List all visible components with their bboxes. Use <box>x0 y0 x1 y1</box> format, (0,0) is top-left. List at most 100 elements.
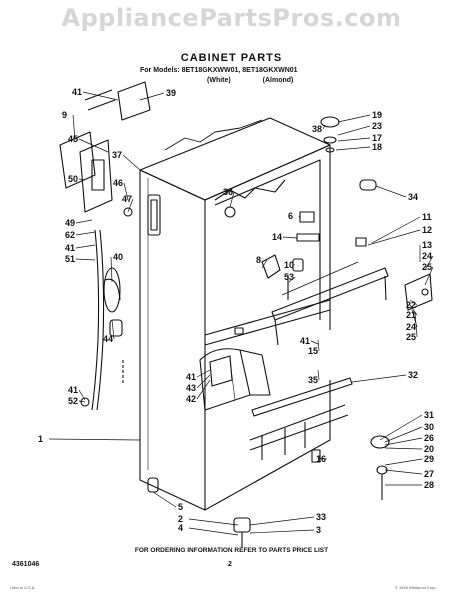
callout-leader-line <box>72 114 76 141</box>
part-callout-number: 41 <box>186 372 196 382</box>
callout-leader-line <box>111 319 115 340</box>
part-callout-number: 39 <box>166 88 176 98</box>
part-callout-number: 41 <box>65 243 75 253</box>
callout-leader-line <box>409 304 418 316</box>
part-callout-number: 24 <box>422 251 432 261</box>
callout-leader-line <box>288 276 296 283</box>
part-callout-number: 46 <box>113 178 123 188</box>
part-callout-number: 14 <box>272 232 282 242</box>
callout-leader-line <box>261 259 268 269</box>
part-callout-number: 20 <box>424 444 434 454</box>
variant-white: (White) <box>207 77 231 84</box>
ordering-info-note: FOR ORDERING INFORMATION REFER TO PARTS … <box>134 547 329 554</box>
part-callout-number: 43 <box>186 383 196 393</box>
callout-leader-line <box>282 236 298 239</box>
part-callout-number: 12 <box>422 225 432 235</box>
part-callout-number: 41 <box>300 336 310 346</box>
callout-leader-line <box>75 231 96 236</box>
part-callout-number: 52 <box>68 396 78 406</box>
callout-leader-line <box>322 124 326 130</box>
part-callout-number: 10 <box>284 260 294 270</box>
callout-leader-line <box>110 256 113 283</box>
part-callout-number: 44 <box>103 334 113 344</box>
variant-labels: (White) (Almond) <box>207 77 323 84</box>
part-callout-number: 49 <box>65 218 75 228</box>
part-callout-number: 51 <box>65 254 75 264</box>
callout-leader-line <box>384 447 423 450</box>
part-callout-number: 9 <box>62 110 67 120</box>
fine-print-right: © 1990 Whirlpool Corp. <box>395 585 437 590</box>
part-callout-number: 22 <box>406 300 416 310</box>
callout-leader-line <box>196 379 211 400</box>
part-callout-number: 38 <box>312 124 322 134</box>
callout-leader-line <box>78 400 86 403</box>
part-callout-number: 21 <box>406 310 416 320</box>
fine-print-left: Litho in U.S.A. <box>10 585 36 590</box>
cabinet-top <box>139 117 331 201</box>
part-callout-number: 3 <box>316 525 321 535</box>
callout-leader-line <box>371 216 421 244</box>
part-callout-number: 29 <box>424 454 434 464</box>
callout-leader-line <box>337 114 371 123</box>
callout-leader-line <box>188 527 239 536</box>
callout-leader-line <box>375 185 407 198</box>
part-callout-number: 33 <box>316 512 326 522</box>
callout-leader-line <box>384 469 423 475</box>
callout-leader-line <box>48 438 141 441</box>
part-callout-number: 36 <box>223 187 233 197</box>
callout-leader-line <box>351 374 407 383</box>
callout-leader-line <box>335 146 371 151</box>
part-callout-number: 2 <box>178 514 183 524</box>
part-callout-number: 23 <box>372 121 382 131</box>
part-callout-number: 25 <box>422 262 432 272</box>
diagram-title: CABINET PARTS <box>180 52 283 64</box>
part-callout-number: 15 <box>308 346 318 356</box>
part-callout-number: 5 <box>178 502 183 512</box>
part-callout-number: 4 <box>178 523 183 533</box>
callout-leader-line <box>424 266 434 286</box>
part-callout-number: 11 <box>422 212 432 222</box>
part-callout-number: 6 <box>288 211 293 221</box>
part-callout-number: 28 <box>424 480 434 490</box>
part-callout-number: 18 <box>372 142 382 152</box>
callout-leader-line <box>152 491 177 508</box>
callout-leader-line <box>414 311 418 338</box>
callout-leader-line <box>310 340 319 345</box>
callout-leader-line <box>337 125 371 136</box>
callout-leader-line <box>229 191 235 208</box>
part-callout-number: 34 <box>408 192 418 202</box>
part-callout-number: 26 <box>424 433 434 443</box>
models-line: For Models: 8ET18GKXWW01, 8ET18GKXWN01 <box>140 67 298 74</box>
cabinet-front-edge <box>139 169 206 511</box>
part-callout-number: 37 <box>112 150 122 160</box>
callout-leader-line <box>384 437 423 446</box>
callout-leader-line <box>78 138 109 153</box>
watermark: AppliancePartsPros.com <box>61 4 402 32</box>
part-callout-number: 62 <box>65 230 75 240</box>
part-callout-number: 35 <box>308 375 318 385</box>
callout-leader-line <box>424 255 434 271</box>
callout-leader-line <box>249 516 315 526</box>
part-callout-number: 47 <box>122 194 132 204</box>
part-callout-number: 25 <box>406 332 416 342</box>
part-callout-number: 24 <box>406 322 416 332</box>
callout-leader-line <box>384 458 423 466</box>
callout-leader-line <box>379 414 423 441</box>
part-callout-number: 16 <box>316 454 326 464</box>
callout-leader-line <box>139 92 165 101</box>
callout-leader-line <box>317 369 320 381</box>
part-callout-number: 17 <box>372 133 382 143</box>
callout-leader-line <box>337 137 371 142</box>
callout-leader-line <box>78 178 86 181</box>
callout-leader-line <box>75 219 93 224</box>
part-callout-number: 50 <box>68 174 78 184</box>
callout-leader-line <box>75 258 96 261</box>
part-callout-number: 45 <box>68 134 78 144</box>
page-number: 2 <box>228 561 232 568</box>
callout-leader-line <box>123 182 129 201</box>
callout-leader-line <box>409 299 418 306</box>
callout-leader-line <box>82 91 119 101</box>
callout-leader-line <box>298 215 301 219</box>
callout-leader-line <box>188 518 239 526</box>
callout-leader-line <box>127 198 134 213</box>
